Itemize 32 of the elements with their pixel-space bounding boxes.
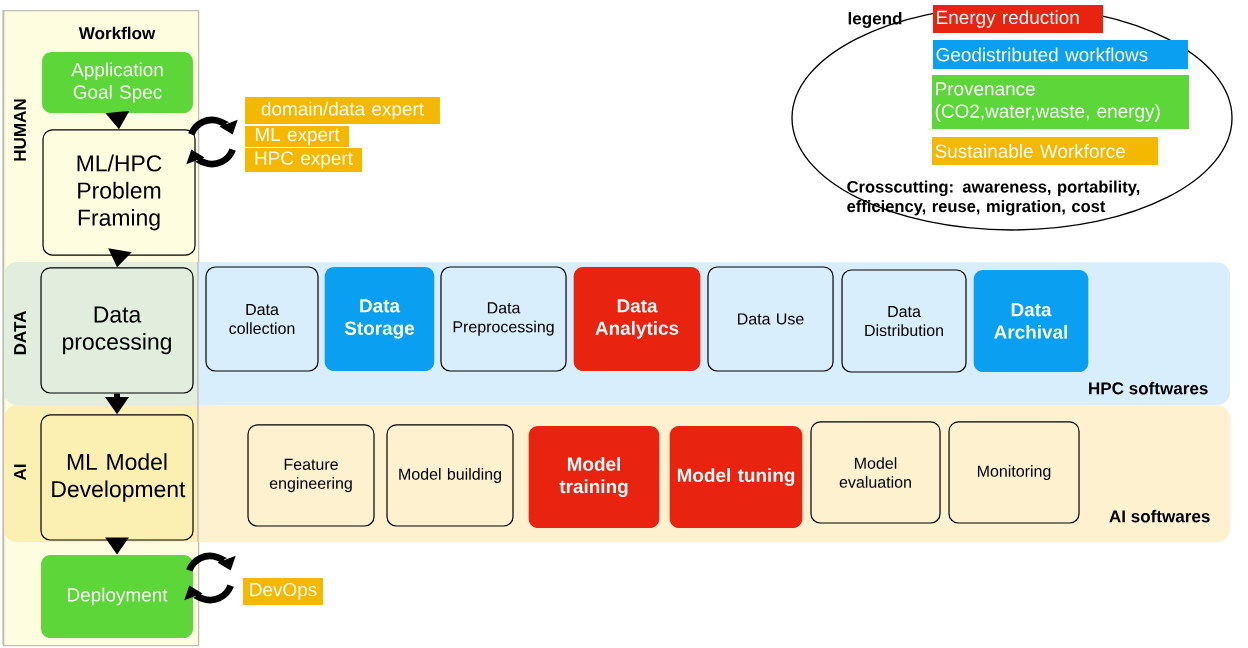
process-box: Deployment [41,555,193,638]
lane-caption: AI softwares [1109,509,1210,523]
role-tag: HPC expert [245,148,363,172]
process-box: Data Preprocessing [440,266,567,372]
process-box: Model training [528,426,660,528]
process-box: Model building [386,424,514,527]
node-label: ML expert [255,128,340,145]
process-box: Model tuning [669,426,803,528]
process-box: Data Analytics [573,267,701,371]
process-box: Data Archival [973,270,1089,372]
process-box: Model evaluation [810,421,941,524]
process-box: Data Distribution [841,269,967,373]
process-box: Monitoring [948,421,1080,524]
role-tag: DevOps [243,578,323,605]
process-box: ML/HPC Problem Framing [42,129,196,256]
legend-text: Sustainable Workforce [935,144,1125,158]
legend-text: Provenance (CO2,water,waste, energy) [935,82,1160,122]
process-box: ML Model Development [40,414,194,541]
process-box: Data Storage [324,267,435,371]
role-tag: ML expert [245,125,349,148]
process-box: Data processing [40,267,194,394]
node-label: HPC expert [255,151,353,169]
legend-text: Energy reduction [937,10,1079,28]
legend-text: Geodistributed workflows [936,47,1148,62]
process-box: Data Use [707,266,834,372]
lane-label: HUMAN [14,99,26,161]
process-box: Feature engineering [247,424,375,527]
process-box: Application Goal Spec [42,51,193,114]
lane-caption: HPC softwares [1089,381,1208,395]
column-title: Workflow [78,26,156,40]
legend-heading: legend [848,12,902,28]
node-label: domain/data expert [261,101,424,120]
